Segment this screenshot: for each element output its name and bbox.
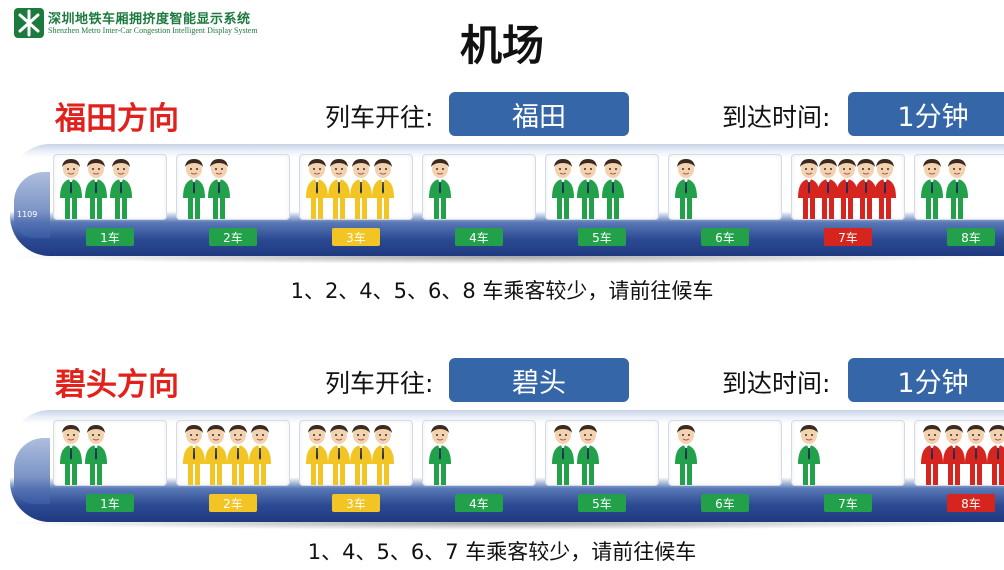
system-title: 深圳地铁车厢拥挤度智能显示系统 bbox=[48, 12, 251, 27]
passenger-icon bbox=[833, 158, 861, 219]
car-window-3 bbox=[299, 420, 413, 486]
direction-label: 碧头方向 bbox=[55, 367, 179, 403]
passenger-icon bbox=[795, 158, 823, 219]
station-name: 机场 bbox=[459, 21, 544, 70]
car-window-7 bbox=[791, 420, 905, 486]
passenger-icon bbox=[107, 158, 135, 219]
train-to-box: 碧头 bbox=[449, 358, 629, 402]
train-graphic: 1109 1车 2车 3车 4车 5车 6车 7车 8车 bbox=[0, 142, 1004, 264]
car-window-4 bbox=[422, 420, 536, 486]
passenger-icon bbox=[426, 424, 454, 485]
passenger-icon bbox=[962, 424, 990, 485]
passenger-icon bbox=[852, 158, 880, 219]
system-subtitle: Shenzhen Metro Inter-Car Congestion Inte… bbox=[48, 26, 258, 35]
car-window-5 bbox=[545, 154, 659, 220]
advice-text: 1、2、4、5、6、8 车乘客较少，请前往候车 bbox=[290, 279, 714, 303]
passenger-icon bbox=[180, 424, 208, 485]
passenger-icon bbox=[205, 158, 233, 219]
passenger-icon bbox=[574, 424, 602, 485]
car-label-4: 4车 bbox=[455, 228, 503, 246]
train-nose bbox=[14, 438, 50, 504]
arrival-label: 到达时间: bbox=[722, 369, 831, 398]
passenger-icon bbox=[918, 158, 946, 219]
passenger-icon bbox=[940, 424, 968, 485]
passenger-icon bbox=[202, 424, 230, 485]
passenger-icon bbox=[795, 424, 823, 485]
car-label-8: 8车 bbox=[947, 228, 995, 246]
car-window-6 bbox=[668, 154, 782, 220]
direction-section-futian: 福田方向 列车开往: 福田 到达时间: 1分钟 1109 1车 2车 3车 4车 5车 6… bbox=[0, 0, 1004, 303]
passenger-icon bbox=[303, 424, 331, 485]
train-to-box: 福田 bbox=[449, 92, 629, 136]
passenger-icon bbox=[814, 158, 842, 219]
car-window-6 bbox=[668, 420, 782, 486]
passenger-icon bbox=[672, 424, 700, 485]
car-label-5: 5车 bbox=[578, 228, 626, 246]
car-window-7 bbox=[791, 154, 905, 220]
car-label-2: 2车 bbox=[209, 494, 257, 512]
car-label-3: 3车 bbox=[332, 494, 380, 512]
advice-text: 1、4、5、6、7 车乘客较少，请前往候车 bbox=[307, 540, 697, 564]
passenger-icon bbox=[599, 158, 627, 219]
car-window-1 bbox=[53, 420, 167, 486]
train-graphic: 1车 2车 3车 4车 5车 6车 7车 8车 bbox=[0, 408, 1004, 530]
car-window-3 bbox=[299, 154, 413, 220]
passenger-icon bbox=[57, 424, 85, 485]
car-label-3: 3车 bbox=[332, 228, 380, 246]
passenger-icon bbox=[325, 158, 353, 219]
passenger-icon bbox=[871, 158, 899, 219]
passenger-icon bbox=[224, 424, 252, 485]
car-window-8 bbox=[914, 420, 1004, 486]
car-window-8 bbox=[914, 154, 1004, 220]
passenger-icon bbox=[984, 424, 1004, 485]
arrival-box: 1分钟 bbox=[848, 358, 1004, 402]
passenger-icon bbox=[574, 158, 602, 219]
passenger-icon bbox=[549, 158, 577, 219]
passenger-icon bbox=[369, 424, 397, 485]
car-label-4: 4车 bbox=[455, 494, 503, 512]
passenger-icon bbox=[246, 424, 274, 485]
direction-label: 福田方向 bbox=[55, 101, 179, 137]
passenger-icon bbox=[369, 158, 397, 219]
car-label-2: 2车 bbox=[209, 228, 257, 246]
passenger-icon bbox=[325, 424, 353, 485]
passenger-icon bbox=[426, 158, 454, 219]
car-window-2 bbox=[176, 154, 290, 220]
car-window-4 bbox=[422, 154, 536, 220]
passenger-icon bbox=[82, 424, 110, 485]
passenger-icon bbox=[918, 424, 946, 485]
car-label-1: 1车 bbox=[86, 494, 134, 512]
train-nose bbox=[14, 172, 50, 238]
shenzhen-metro-logo-icon bbox=[14, 8, 44, 38]
car-label-8: 8车 bbox=[947, 494, 995, 512]
arrival-label: 到达时间: bbox=[722, 103, 831, 132]
passenger-icon bbox=[549, 424, 577, 485]
passenger-icon bbox=[180, 158, 208, 219]
car-window-2 bbox=[176, 420, 290, 486]
car-window-1 bbox=[53, 154, 167, 220]
passenger-icon bbox=[57, 158, 85, 219]
passenger-icon bbox=[672, 158, 700, 219]
train-number: 1109 bbox=[17, 210, 38, 219]
train-to-label: 列车开往: bbox=[325, 369, 434, 398]
passenger-icon bbox=[347, 424, 375, 485]
passenger-icon bbox=[347, 158, 375, 219]
arrival-box: 1分钟 bbox=[848, 92, 1004, 136]
car-label-7: 7车 bbox=[824, 494, 872, 512]
train-to-label: 列车开往: bbox=[325, 103, 434, 132]
car-label-5: 5车 bbox=[578, 494, 626, 512]
car-label-7: 7车 bbox=[824, 228, 872, 246]
car-label-6: 6车 bbox=[701, 494, 749, 512]
car-label-1: 1车 bbox=[86, 228, 134, 246]
car-label-6: 6车 bbox=[701, 228, 749, 246]
car-window-5 bbox=[545, 420, 659, 486]
passenger-icon bbox=[943, 158, 971, 219]
direction-section-bitou: 碧头方向 列车开往: 碧头 到达时间: 1分钟 1车 2车 3车 4车 5车 6车 7车 8车… bbox=[0, 266, 1004, 564]
passenger-icon bbox=[82, 158, 110, 219]
passenger-icon bbox=[303, 158, 331, 219]
